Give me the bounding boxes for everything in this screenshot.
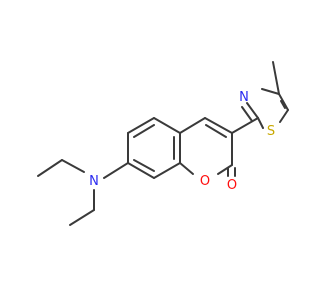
carbonyl-oxygen-label: O bbox=[227, 178, 237, 193]
bond bbox=[204, 117, 233, 134]
bond bbox=[153, 117, 181, 134]
ethyl-bond bbox=[61, 159, 85, 173]
thiazole-sulfur-label: S bbox=[267, 124, 275, 139]
bond bbox=[246, 102, 259, 119]
thiazole-nitrogen-label: N bbox=[239, 90, 249, 105]
double-bond-inner bbox=[133, 124, 155, 138]
bond bbox=[261, 88, 280, 95]
bond-lines bbox=[37, 61, 289, 226]
bond bbox=[257, 117, 264, 129]
bond bbox=[217, 164, 233, 175]
bond bbox=[103, 162, 129, 179]
double-bond-inner bbox=[133, 159, 155, 172]
double-bond-inner bbox=[280, 100, 286, 109]
bond bbox=[279, 109, 289, 123]
ethyl-bond bbox=[37, 159, 63, 177]
ring-oxygen-label: O bbox=[200, 174, 210, 189]
bond bbox=[278, 93, 289, 111]
structure-canvas: N O O N S bbox=[37, 61, 289, 226]
bond bbox=[153, 162, 181, 179]
methyl-bond bbox=[272, 61, 280, 95]
amine-nitrogen-label: N bbox=[89, 174, 99, 189]
double-bond-inner bbox=[241, 106, 253, 122]
molecule-drawing: N O O N S bbox=[37, 61, 289, 226]
bond bbox=[231, 117, 259, 134]
double-bond-inner bbox=[205, 124, 227, 138]
ethyl-bond bbox=[69, 209, 95, 226]
bond bbox=[127, 117, 155, 134]
bond bbox=[179, 162, 194, 175]
bond bbox=[179, 117, 206, 134]
bond bbox=[127, 162, 155, 179]
